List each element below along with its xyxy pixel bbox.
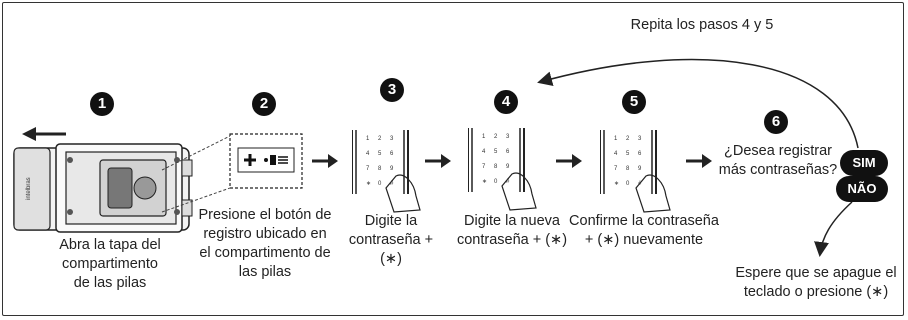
keypad-step-4: 1 2 3 4 5 6 7 8 9 ∗ 0 # — [467, 128, 530, 192]
repeat-arrow — [537, 58, 859, 149]
keypad-key: 0 — [626, 181, 630, 187]
keypad-graphic: 1 2 3 4 5 6 7 8 9 ∗ 0 # — [467, 128, 525, 192]
step-number-6: 6 — [764, 110, 788, 134]
keypad-key: 5 — [626, 151, 630, 157]
keypad-step-5: 1 2 3 4 5 6 7 8 9 ∗ 0 # — [599, 130, 662, 194]
step-label-2: Presione el botón de registro ubicado en… — [198, 207, 332, 280]
keypad-key: ∗ — [614, 181, 619, 187]
step-label-6: ¿Desea registrar más contraseñas? — [718, 143, 838, 178]
keypad-key: ∗ — [366, 181, 371, 187]
lock-illustration: intelbras — [13, 143, 193, 233]
step-number-1: 1 — [90, 92, 114, 116]
hand-step-4 — [501, 172, 537, 211]
keypad-key: 7 — [366, 166, 370, 172]
keypad-key: ∗ — [482, 179, 487, 185]
keypad-key: 3 — [638, 136, 642, 142]
yes-badge: SIM — [840, 150, 888, 176]
keypad-key: 5 — [494, 149, 498, 155]
hand-step-3 — [385, 174, 421, 213]
keypad-key: 1 — [366, 136, 370, 142]
keypad-key: 1 — [614, 136, 618, 142]
keypad-step-3: 1 2 3 4 5 6 7 8 9 ∗ 0 # — [351, 130, 414, 194]
keypad-key: 0 — [494, 179, 498, 185]
diagram-frame — [2, 2, 904, 316]
keypad-key: 9 — [638, 166, 642, 172]
keypad-key: 3 — [390, 136, 394, 142]
keypad-key: 9 — [390, 166, 394, 172]
keypad-key: 4 — [366, 151, 370, 157]
open-direction-arrow — [22, 127, 66, 141]
lock-brand-text: intelbras — [26, 177, 32, 200]
no-badge: NÃO — [836, 176, 888, 202]
flow-arrows — [312, 154, 712, 168]
step-label-5: Confirme la contraseña + (∗) nuevamente — [569, 213, 719, 248]
keypad-key: # — [506, 179, 510, 185]
zoom-line-top — [161, 135, 231, 171]
step-number-3: 3 — [380, 78, 404, 102]
keypad-key: 8 — [626, 166, 630, 172]
keypad-key: # — [390, 181, 394, 187]
keypad-key: 2 — [494, 134, 498, 140]
keypad-key: 6 — [638, 151, 642, 157]
keypad-key: 9 — [506, 164, 510, 170]
register-button-illustration — [229, 133, 303, 189]
keypad-key: 6 — [390, 151, 394, 157]
keypad-key: 8 — [378, 166, 382, 172]
keypad-key: 0 — [378, 181, 382, 187]
keypad-key: 8 — [494, 164, 498, 170]
keypad-key: 5 — [378, 151, 382, 157]
keypad-key: 4 — [614, 151, 618, 157]
keypad-key: 2 — [378, 136, 382, 142]
step-number-2: 2 — [252, 92, 276, 116]
keypad-key: 7 — [482, 164, 486, 170]
step-label-1: Abra la tapa del compartimento de las pi… — [59, 237, 161, 291]
keypad-key: 2 — [626, 136, 630, 142]
keypad-graphic: 1 2 3 4 5 6 7 8 9 ∗ 0 # — [351, 130, 409, 194]
keypad-key: 7 — [614, 166, 618, 172]
hand-step-5 — [635, 174, 671, 213]
keypad-key: 4 — [482, 149, 486, 155]
keypad-key: 6 — [506, 149, 510, 155]
no-branch-arrow — [814, 201, 853, 257]
keypad-key: 1 — [482, 134, 486, 140]
keypad-graphic: 1 2 3 4 5 6 7 8 9 ∗ 0 # — [599, 130, 657, 194]
keypad-key: # — [638, 181, 642, 187]
step-number-4: 4 — [494, 90, 518, 114]
step-label-4: Digite la nueva contraseña + (∗) — [456, 213, 568, 248]
no-result-label: Espere que se apague el teclado o presio… — [735, 265, 897, 300]
step-number-5: 5 — [622, 90, 646, 114]
keypad-key: 3 — [506, 134, 510, 140]
step-label-3: Digite la contraseña + (∗) — [348, 213, 434, 267]
zoom-line-bottom — [161, 187, 231, 213]
repeat-note: Repita los pasos 4 y 5 — [630, 17, 774, 33]
